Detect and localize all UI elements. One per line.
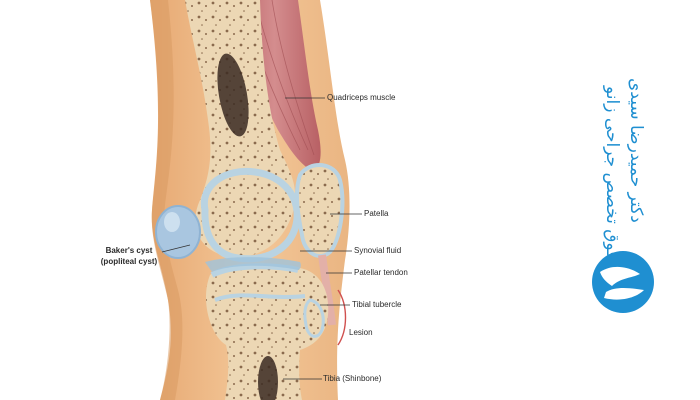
bakers-cyst-highlight: [164, 212, 180, 232]
label-lesion: Lesion: [349, 328, 373, 337]
label-patella: Patella: [364, 209, 389, 218]
tibia-marrow: [258, 356, 278, 400]
brand-name: دکتر حمیدرضا سیدی: [626, 78, 646, 223]
back-skin-shadow: [150, 0, 183, 400]
knee-logo-icon: [592, 251, 654, 313]
brand-title: فوق تخصص جراحی زانو: [602, 86, 622, 260]
label-quadriceps: Quadriceps muscle: [327, 93, 396, 102]
patella: [294, 163, 345, 258]
label-popliteal-cyst: (popliteal cyst): [100, 257, 158, 266]
label-patellar-tendon: Patellar tendon: [354, 268, 408, 277]
bakers-cyst: [155, 205, 201, 259]
femur-marrow: [217, 53, 249, 137]
lesion-bracket: [337, 289, 347, 346]
femoral-cartilage: [200, 167, 301, 263]
label-tibia: Tibia (Shinbone): [323, 374, 382, 383]
muscle-fiber: [271, 0, 315, 156]
label-bakers-cyst: Baker's cyst: [105, 246, 153, 255]
tibial-cartilage: [210, 263, 299, 278]
label-tibial-tubercle: Tibial tubercle: [352, 300, 402, 309]
synovial-fluid: [205, 257, 301, 272]
patellar-tendon: [318, 254, 336, 326]
tibia-growth-line: [214, 293, 306, 302]
tibial-tubercle: [303, 298, 325, 338]
label-synovial-fluid: Synovial fluid: [354, 246, 402, 255]
leader-bakers-cyst: [161, 244, 191, 253]
